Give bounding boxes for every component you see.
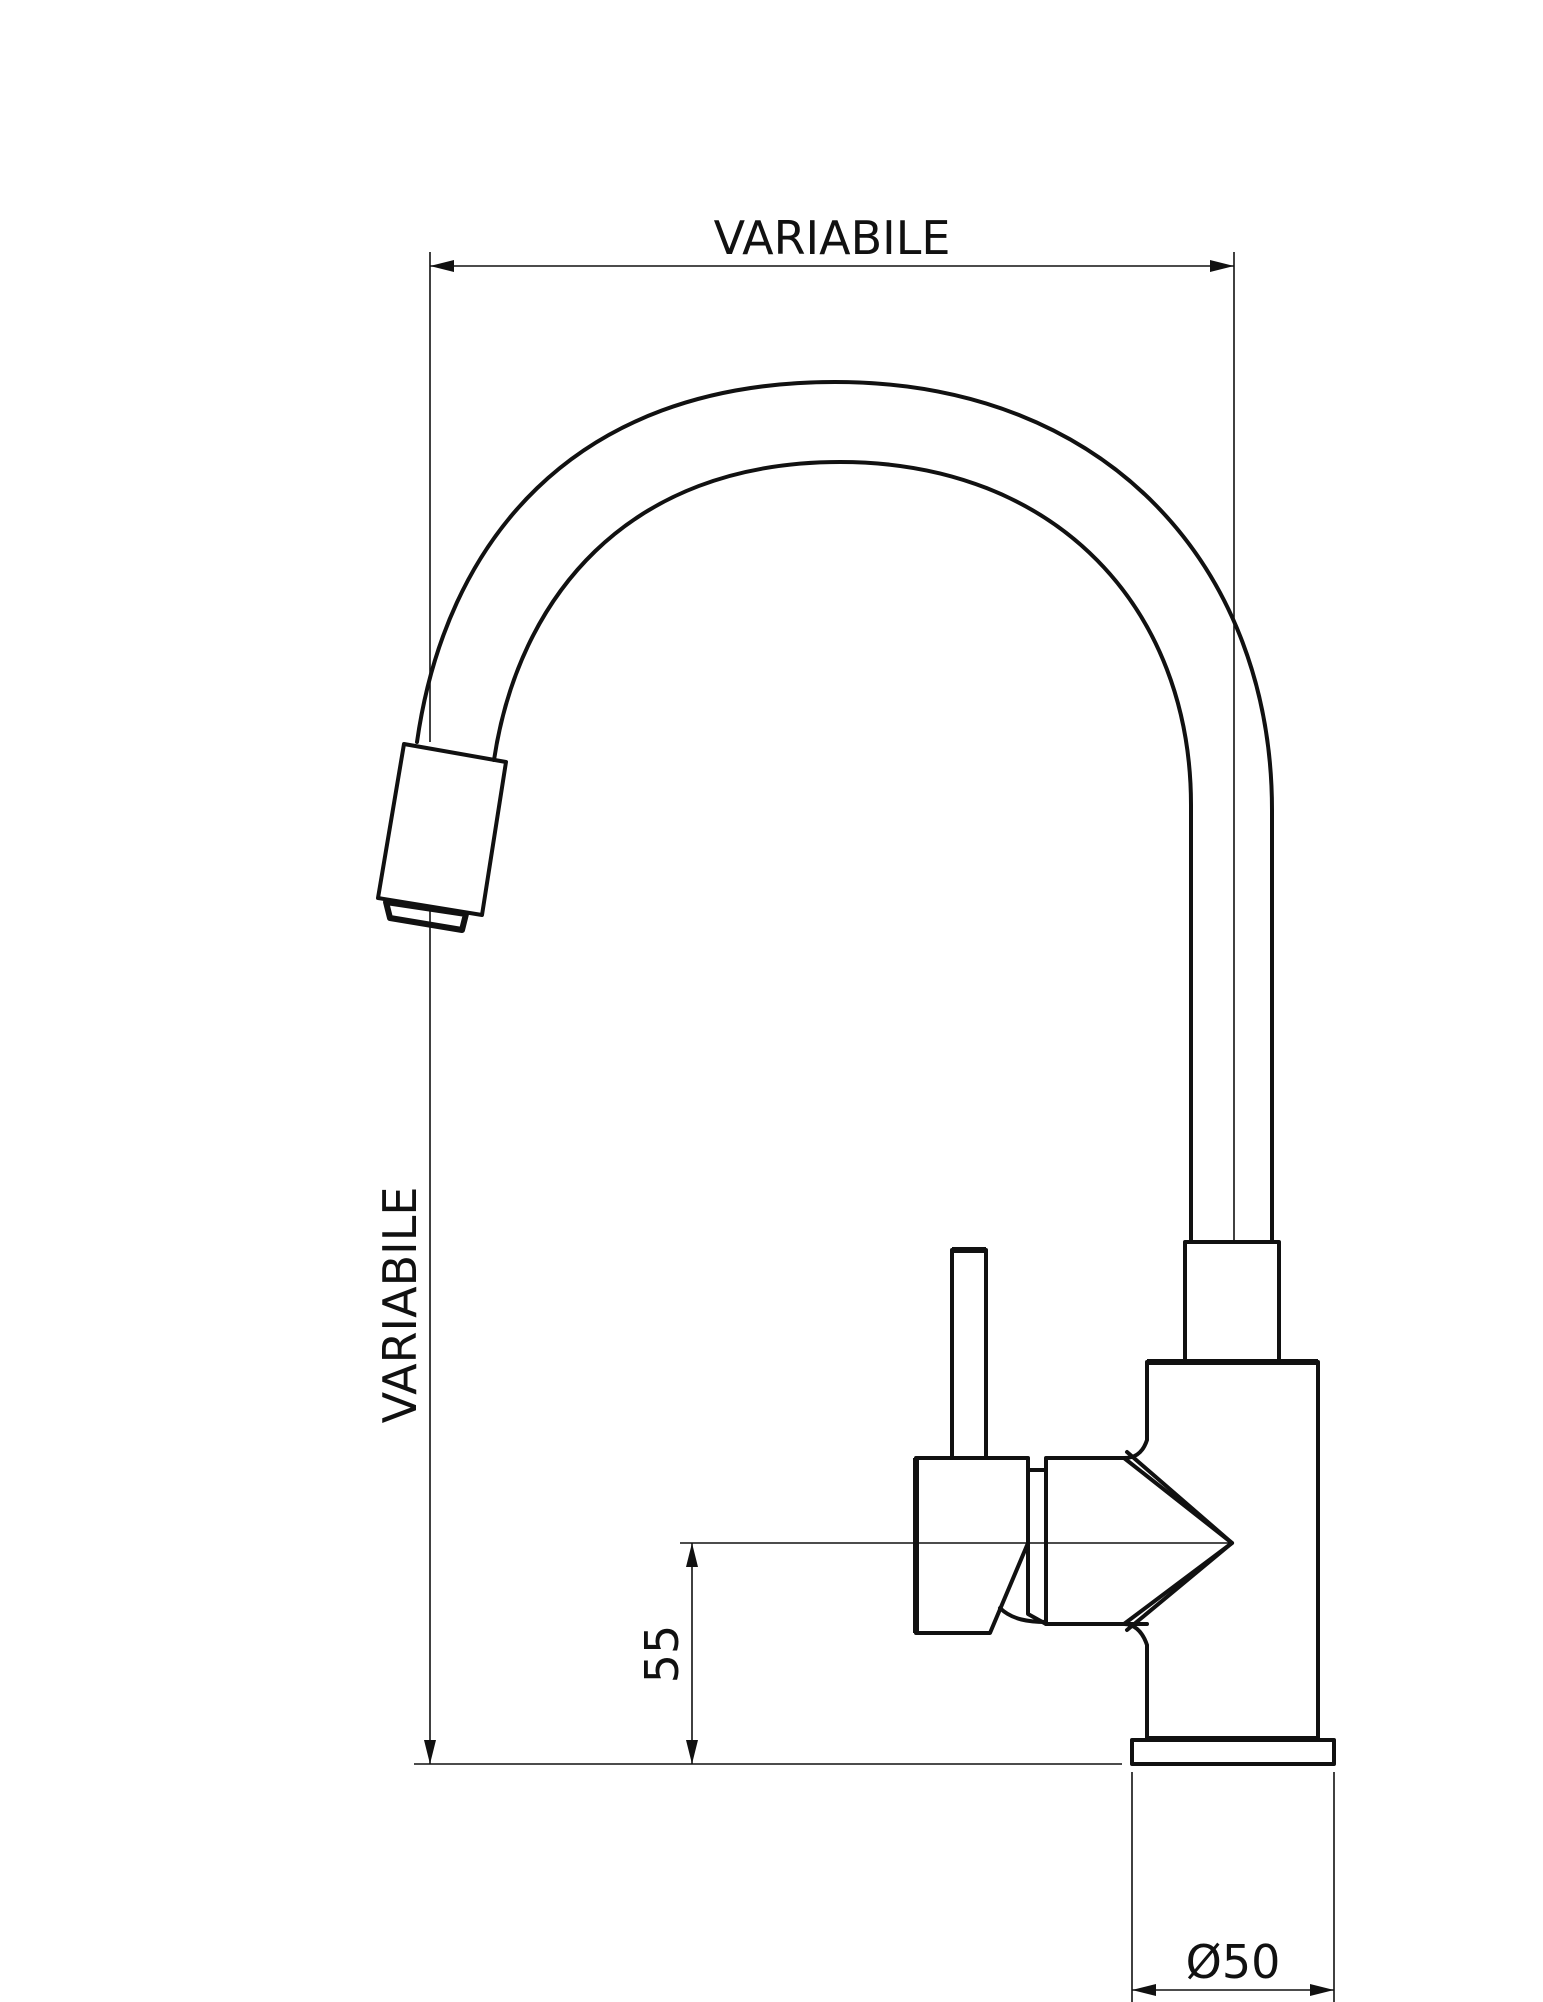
lever-height-arrow-bottom — [686, 1740, 698, 1764]
left-height-label: VARIABILE — [373, 1187, 427, 1424]
base-plate — [1130, 1738, 1336, 1766]
lever-height-label: 55 — [635, 1625, 689, 1684]
lever-stem — [950, 1248, 988, 1460]
spout-nozzle — [376, 742, 508, 917]
valve-cone-inner-top — [1125, 1450, 1234, 1545]
faucet-outline — [376, 380, 1336, 1766]
top-width-arrow-left — [430, 260, 454, 272]
base-diameter-label: Ø50 — [1186, 1935, 1281, 1989]
left-height-arrow-bottom — [424, 1740, 436, 1764]
spout-outer-curve — [415, 380, 1274, 1244]
top-width-arrow-right — [1210, 260, 1234, 272]
dimension-lines — [414, 252, 1335, 2002]
spout-collar — [1183, 1240, 1281, 1364]
spout-inner-curve — [492, 460, 1193, 1244]
base-diameter-arrow-right — [1310, 1984, 1334, 1996]
valve-cone-inner-bottom — [1125, 1541, 1234, 1632]
cartridge-ring — [1026, 1468, 1048, 1626]
lever-height-arrow-top — [686, 1543, 698, 1567]
lever-block-curve — [998, 1606, 1048, 1624]
valve-housing — [1044, 1456, 1234, 1626]
lever-block — [914, 1456, 1030, 1635]
base-diameter-arrow-left — [1132, 1984, 1156, 1996]
top-width-label: VARIABILE — [714, 211, 951, 265]
nozzle-tip — [383, 899, 469, 933]
